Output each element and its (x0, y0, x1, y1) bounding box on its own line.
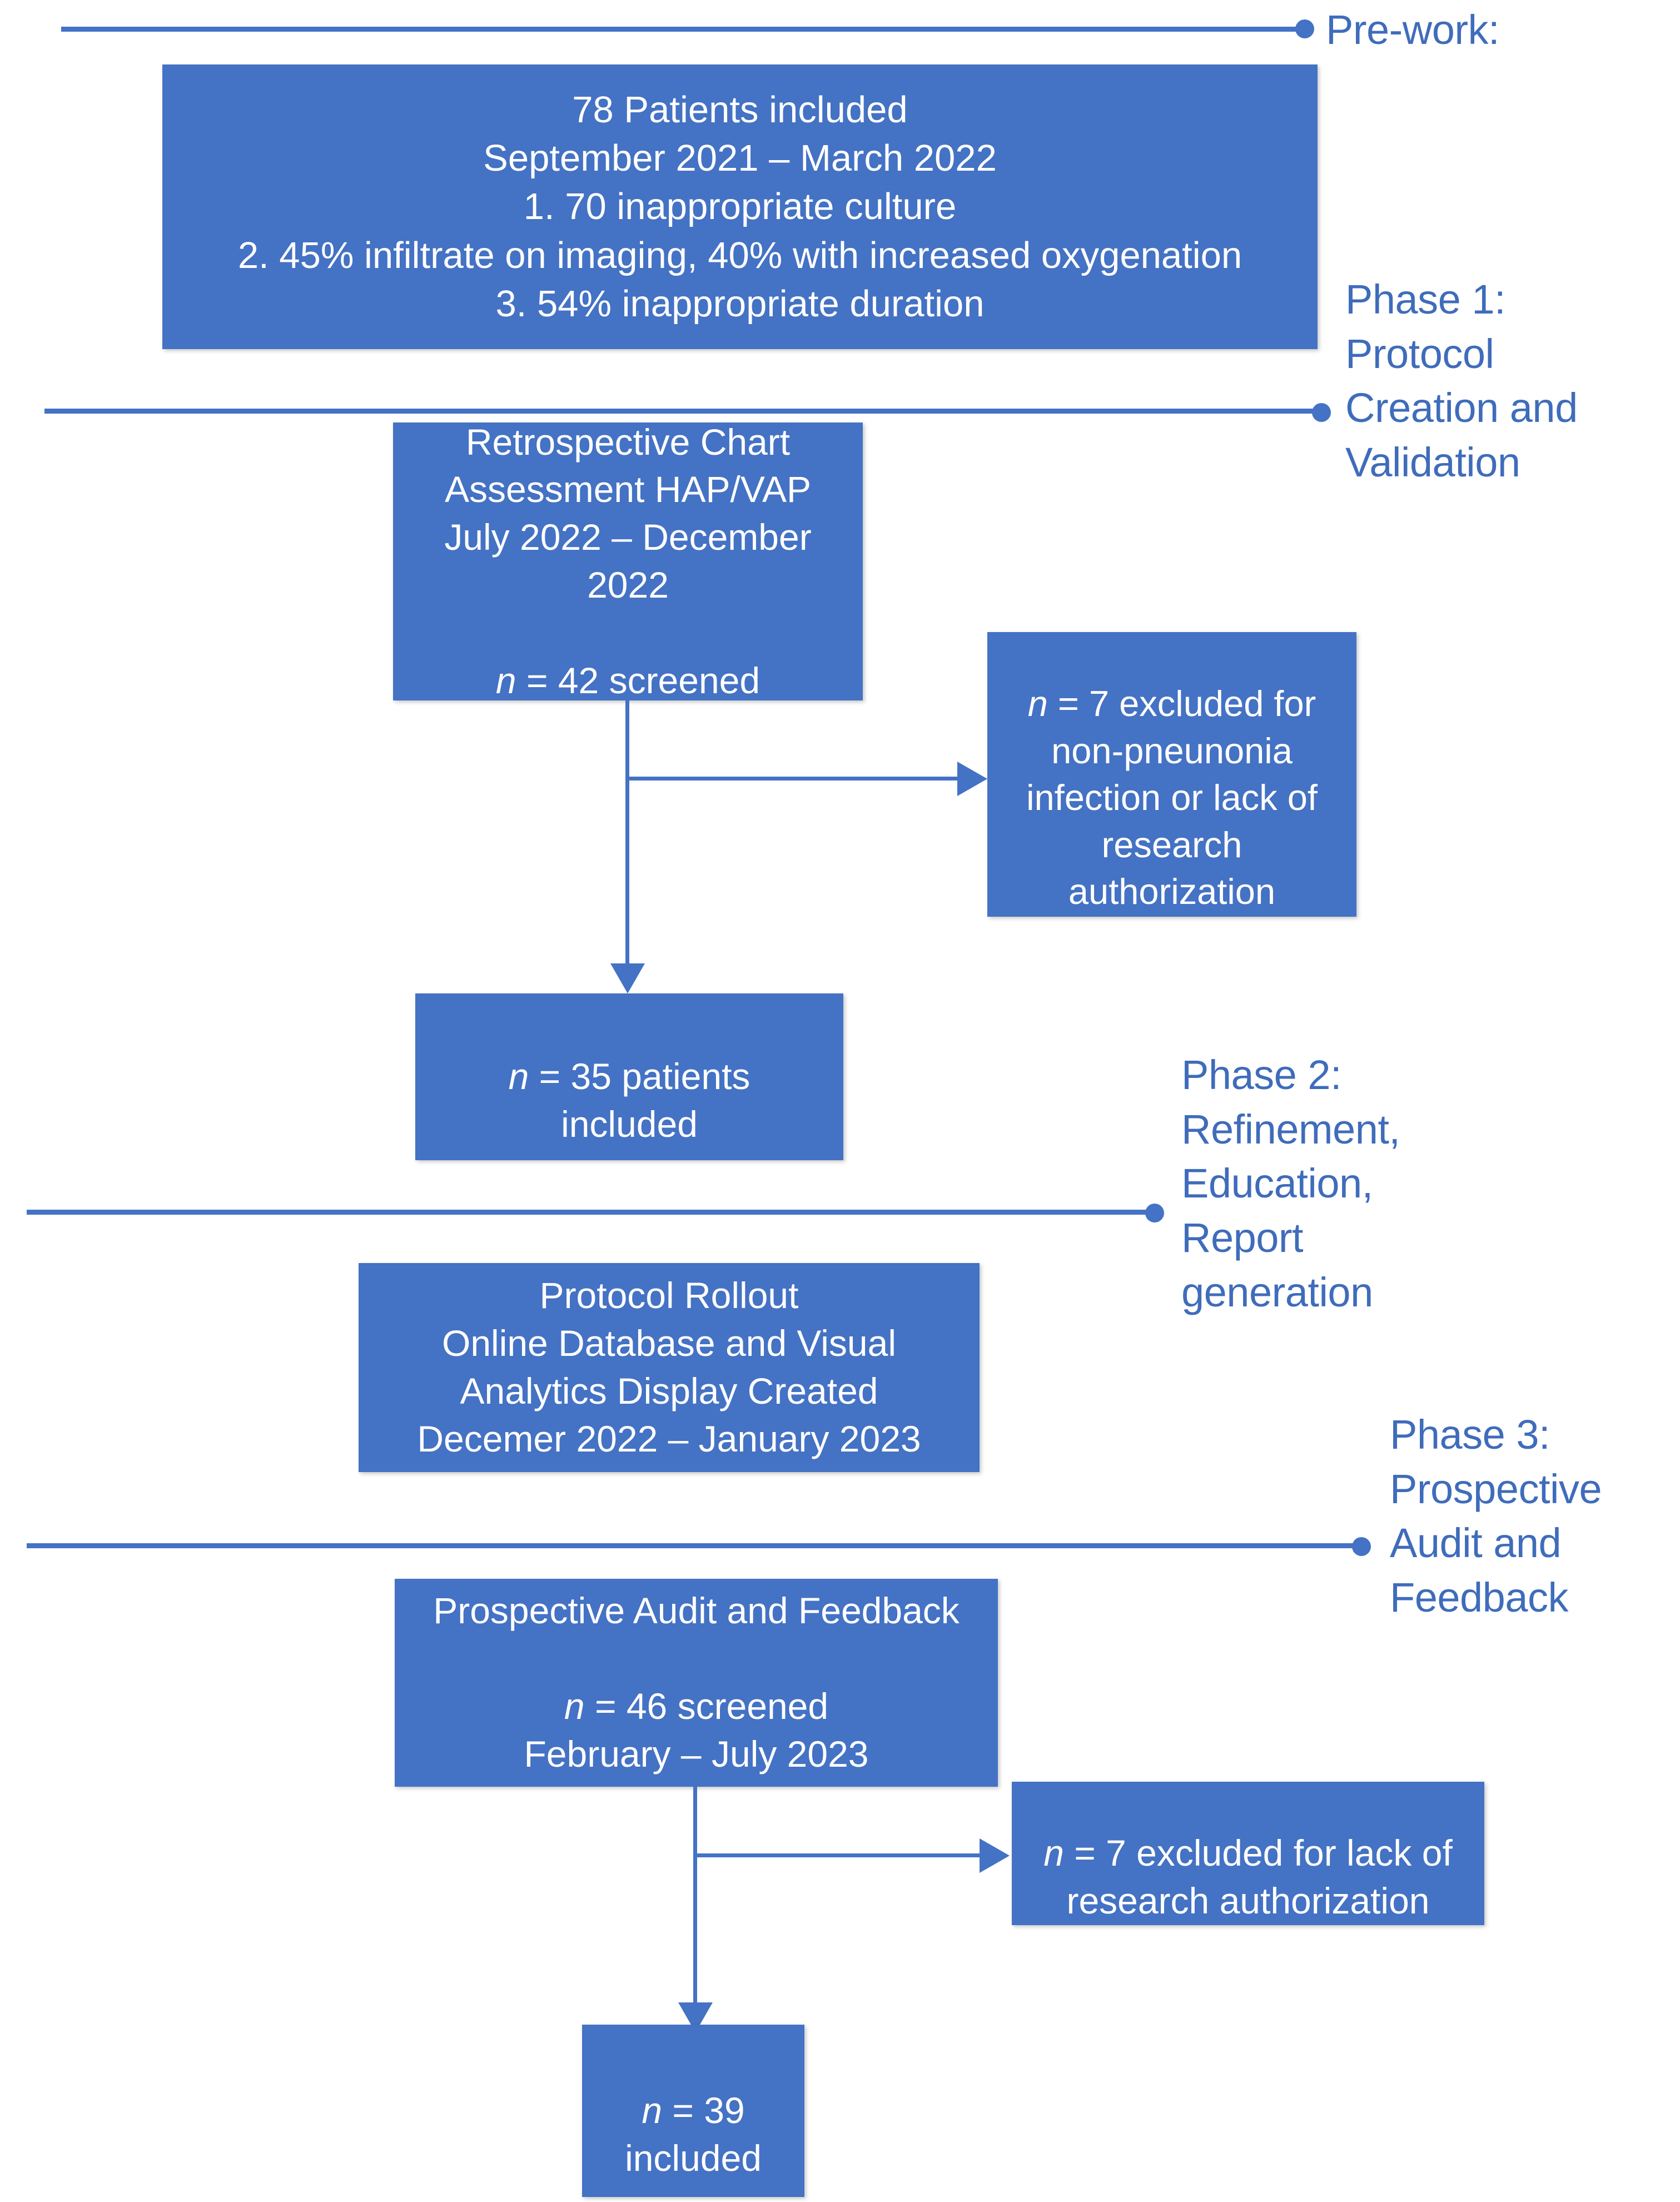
node-protocol-rollout-text: Protocol Rollout Online Database and Vis… (417, 1275, 921, 1459)
node-phase1-exclusion-text: n = 7 excluded for non-pneunonia infecti… (1026, 634, 1318, 916)
retrospective-screened-rest: = 42 screened (516, 659, 761, 701)
node-phase3-included-text: n = 39 included (625, 2039, 762, 2182)
node-phase1-included: n = 35 patients included (415, 993, 843, 1160)
connector-trunk-phase3 (693, 1787, 697, 2005)
connector-branch-phase3-exclusion (693, 1853, 983, 1857)
node-retrospective-assessment: Retrospective Chart Assessment HAP/VAP J… (393, 421, 863, 701)
phase-label-phase2: Phase 2: Refinement, Education, Report g… (1181, 1052, 1400, 1315)
timeline-rule-phase3 (27, 1543, 1361, 1548)
timeline-dot-prework (1295, 19, 1314, 38)
phase-label-phase1: Phase 1: Protocol Creation and Validatio… (1345, 276, 1578, 486)
arrow-right-phase3-exclusion (980, 1838, 1010, 1873)
connector-trunk-phase1 (625, 700, 629, 966)
node-phase1-exclusion: n = 7 excluded for non-pneunonia infecti… (987, 632, 1356, 917)
node-retrospective-screened-text: n = 42 screened (496, 609, 760, 705)
node-phase1-included-text: n = 35 patients included (509, 1005, 750, 1148)
node-phase3-exclusion: n = 7 excluded for lack of research auth… (1012, 1782, 1484, 1925)
phase-label-phase3: Phase 3: Prospective Audit and Feedback (1390, 1411, 1602, 1621)
node-prospective-audit: Prospective Audit and Feedback n = 46 sc… (395, 1579, 998, 1787)
timeline-dot-phase2 (1145, 1204, 1164, 1222)
timeline-rule-prework (61, 27, 1309, 32)
phase3-included-rest: = 39 included (625, 2090, 762, 2179)
phase-label-prework: Pre-work: (1326, 7, 1500, 53)
timeline-rule-phase1 (44, 409, 1329, 414)
timeline-dot-phase1 (1312, 403, 1331, 422)
italic-n-phase3-included: n (642, 2090, 663, 2131)
italic-n-retrospective: n (495, 659, 516, 701)
node-protocol-rollout: Protocol Rollout Online Database and Vis… (359, 1263, 980, 1472)
prospective-screened-rest: = 46 screened (584, 1686, 829, 1727)
italic-n-phase1-included: n (508, 1056, 529, 1097)
italic-n-prospective: n (564, 1686, 585, 1727)
italic-n-phase3-exclusion: n (1043, 1832, 1064, 1874)
node-phase3-exclusion-text: n = 7 excluded for lack of research auth… (1043, 1782, 1453, 1925)
node-prework-summary-text: 78 Patients included September 2021 – Ma… (237, 89, 1242, 325)
node-prework-summary: 78 Patients included September 2021 – Ma… (162, 64, 1318, 349)
connector-branch-phase1-exclusion (625, 777, 961, 781)
node-retrospective-assessment-text: Retrospective Chart Assessment HAP/VAP J… (444, 421, 812, 605)
phase3-exclusion-rest: = 7 excluded for lack of research author… (1066, 1832, 1453, 1921)
node-prospective-audit-title: Prospective Audit and Feedback (433, 1590, 960, 1632)
node-prospective-audit-dates: February – July 2023 (524, 1733, 869, 1774)
arrow-down-phase1-included (610, 963, 645, 993)
italic-n-phase1-exclusion: n (1027, 683, 1048, 724)
phase1-included-rest: = 35 patients included (539, 1056, 750, 1145)
timeline-rule-phase2 (27, 1210, 1155, 1215)
timeline-dot-phase3 (1352, 1537, 1371, 1556)
node-phase3-included: n = 39 included (582, 2025, 804, 2197)
phase1-exclusion-rest: = 7 excluded for non-pneunonia infection… (1026, 683, 1318, 912)
node-prospective-audit-screened: n = 46 screened (564, 1635, 828, 1731)
arrow-right-phase1-exclusion (957, 762, 987, 796)
